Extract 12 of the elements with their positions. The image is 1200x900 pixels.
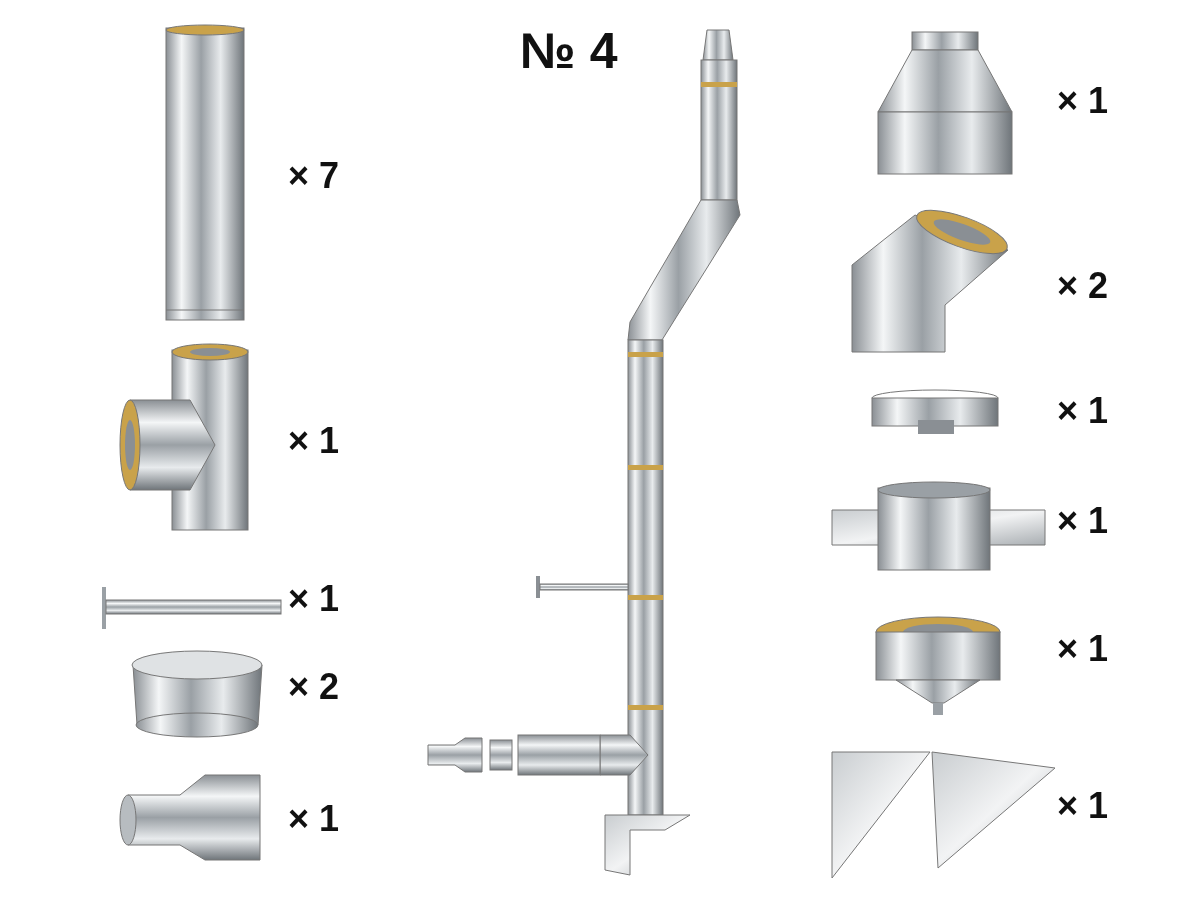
quantity-label: × 2: [1057, 268, 1109, 304]
quantity-label: × 1: [288, 581, 340, 617]
quantity-label: × 1: [1057, 788, 1109, 824]
kit-number-title: № 4: [520, 26, 618, 76]
quantity-label: × 1: [1057, 503, 1109, 539]
quantity-label: × 1: [288, 423, 340, 459]
quantity-label: × 1: [1057, 393, 1109, 429]
quantity-label: × 1: [288, 801, 340, 837]
quantity-label: × 7: [288, 158, 340, 194]
quantity-label: × 1: [1057, 631, 1109, 667]
quantity-label: × 2: [288, 669, 340, 705]
quantity-label: × 1: [1057, 83, 1109, 119]
